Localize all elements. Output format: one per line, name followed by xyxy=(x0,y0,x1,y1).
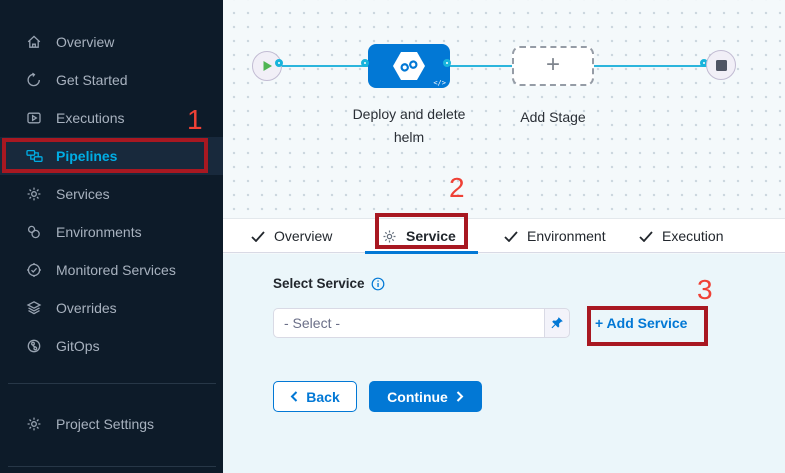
sidebar-item-project-settings[interactable]: Project Settings xyxy=(0,405,223,443)
continue-button-label: Continue xyxy=(387,389,448,405)
tab-label: Service xyxy=(406,228,456,244)
plus-icon: + xyxy=(546,53,560,77)
chevron-left-icon xyxy=(290,391,298,402)
tab-label: Environment xyxy=(527,228,606,244)
sidebar-nav-list: Overview Get Started Executions Pipeline… xyxy=(0,23,223,365)
tab-service[interactable]: Service xyxy=(382,219,456,253)
executions-icon xyxy=(25,110,43,126)
main-panel: </> + Deploy and delete helm Add Stage O… xyxy=(223,0,785,473)
service-select[interactable]: - Select - xyxy=(273,308,570,338)
sidebar-item-executions[interactable]: Executions xyxy=(0,99,223,137)
sidebar-item-services[interactable]: Services xyxy=(0,175,223,213)
sidebar-item-label: Overview xyxy=(56,34,114,50)
service-select-value[interactable]: - Select - xyxy=(273,308,544,338)
gitops-icon xyxy=(25,338,43,354)
stage-node-deploy-and-delete-helm[interactable]: </> xyxy=(368,44,450,88)
add-service-link[interactable]: + Add Service xyxy=(595,315,687,331)
sidebar-item-monitored-services[interactable]: Monitored Services xyxy=(0,251,223,289)
services-icon xyxy=(25,186,43,202)
sidebar-item-gitops[interactable]: GitOps xyxy=(0,327,223,365)
sidebar-item-get-started[interactable]: Get Started xyxy=(0,61,223,99)
back-button-label: Back xyxy=(306,389,339,405)
pipeline-canvas: </> + Deploy and delete helm Add Stage xyxy=(223,0,785,219)
annotation-number-3: 3 xyxy=(697,276,713,304)
play-icon xyxy=(262,60,273,72)
sidebar-divider xyxy=(8,383,216,384)
stage-label: Deploy and delete helm xyxy=(347,103,471,149)
pipeline-end-node[interactable] xyxy=(706,50,736,80)
overrides-icon xyxy=(25,300,43,316)
code-icon: </> xyxy=(433,79,446,87)
connector-dot xyxy=(275,59,283,67)
pipeline-link xyxy=(448,65,516,67)
info-icon[interactable] xyxy=(371,277,385,291)
sidebar-item-label: GitOps xyxy=(56,338,100,354)
select-service-label: Select Service xyxy=(273,276,365,291)
connector-dot xyxy=(443,59,451,67)
sidebar-item-label: Executions xyxy=(56,110,124,126)
select-service-label-row: Select Service xyxy=(273,276,385,291)
get-started-icon xyxy=(25,72,43,88)
stage-config-tabs: Overview Service Environment Execution xyxy=(223,218,785,253)
check-icon xyxy=(639,231,653,242)
service-tab-content: Select Service - Select - + Add Service … xyxy=(223,254,785,473)
sidebar-item-overrides[interactable]: Overrides xyxy=(0,289,223,327)
check-icon xyxy=(504,231,518,242)
sidebar-item-label: Environments xyxy=(56,224,142,240)
monitored-services-icon xyxy=(25,262,43,278)
back-button[interactable]: Back xyxy=(273,381,357,412)
connector-dot xyxy=(361,59,369,67)
add-stage-button[interactable]: + xyxy=(512,46,594,86)
tab-label: Overview xyxy=(274,228,332,244)
continue-button[interactable]: Continue xyxy=(369,381,482,412)
check-icon xyxy=(251,231,265,242)
pipelines-icon xyxy=(25,148,43,164)
chevron-right-icon xyxy=(456,391,464,402)
stop-icon xyxy=(716,60,727,71)
home-icon xyxy=(25,34,43,50)
sidebar-item-label: Services xyxy=(56,186,110,202)
pipeline-link xyxy=(592,65,708,67)
tab-environment[interactable]: Environment xyxy=(504,219,606,253)
sidebar-item-label: Project Settings xyxy=(56,416,154,432)
sidebar-item-environments[interactable]: Environments xyxy=(0,213,223,251)
gear-icon xyxy=(25,416,43,432)
pin-icon xyxy=(550,316,564,330)
pipeline-link xyxy=(280,65,372,67)
sidebar-item-overview[interactable]: Overview xyxy=(0,23,223,61)
sidebar: Overview Get Started Executions Pipeline… xyxy=(0,0,223,473)
sidebar-item-pipelines[interactable]: Pipelines xyxy=(0,137,223,175)
sidebar-item-label: Get Started xyxy=(56,72,128,88)
sidebar-item-label: Monitored Services xyxy=(56,262,176,278)
environments-icon xyxy=(25,224,43,240)
sidebar-divider xyxy=(8,466,216,467)
tab-label: Execution xyxy=(662,228,723,244)
add-stage-label: Add Stage xyxy=(512,106,594,129)
tab-execution[interactable]: Execution xyxy=(639,219,723,253)
gear-icon xyxy=(382,229,397,244)
sidebar-item-label: Pipelines xyxy=(56,148,117,164)
pin-button[interactable] xyxy=(544,308,570,338)
sidebar-item-label: Overrides xyxy=(56,300,117,316)
cd-stage-icon xyxy=(391,49,427,83)
tab-overview[interactable]: Overview xyxy=(251,219,332,253)
